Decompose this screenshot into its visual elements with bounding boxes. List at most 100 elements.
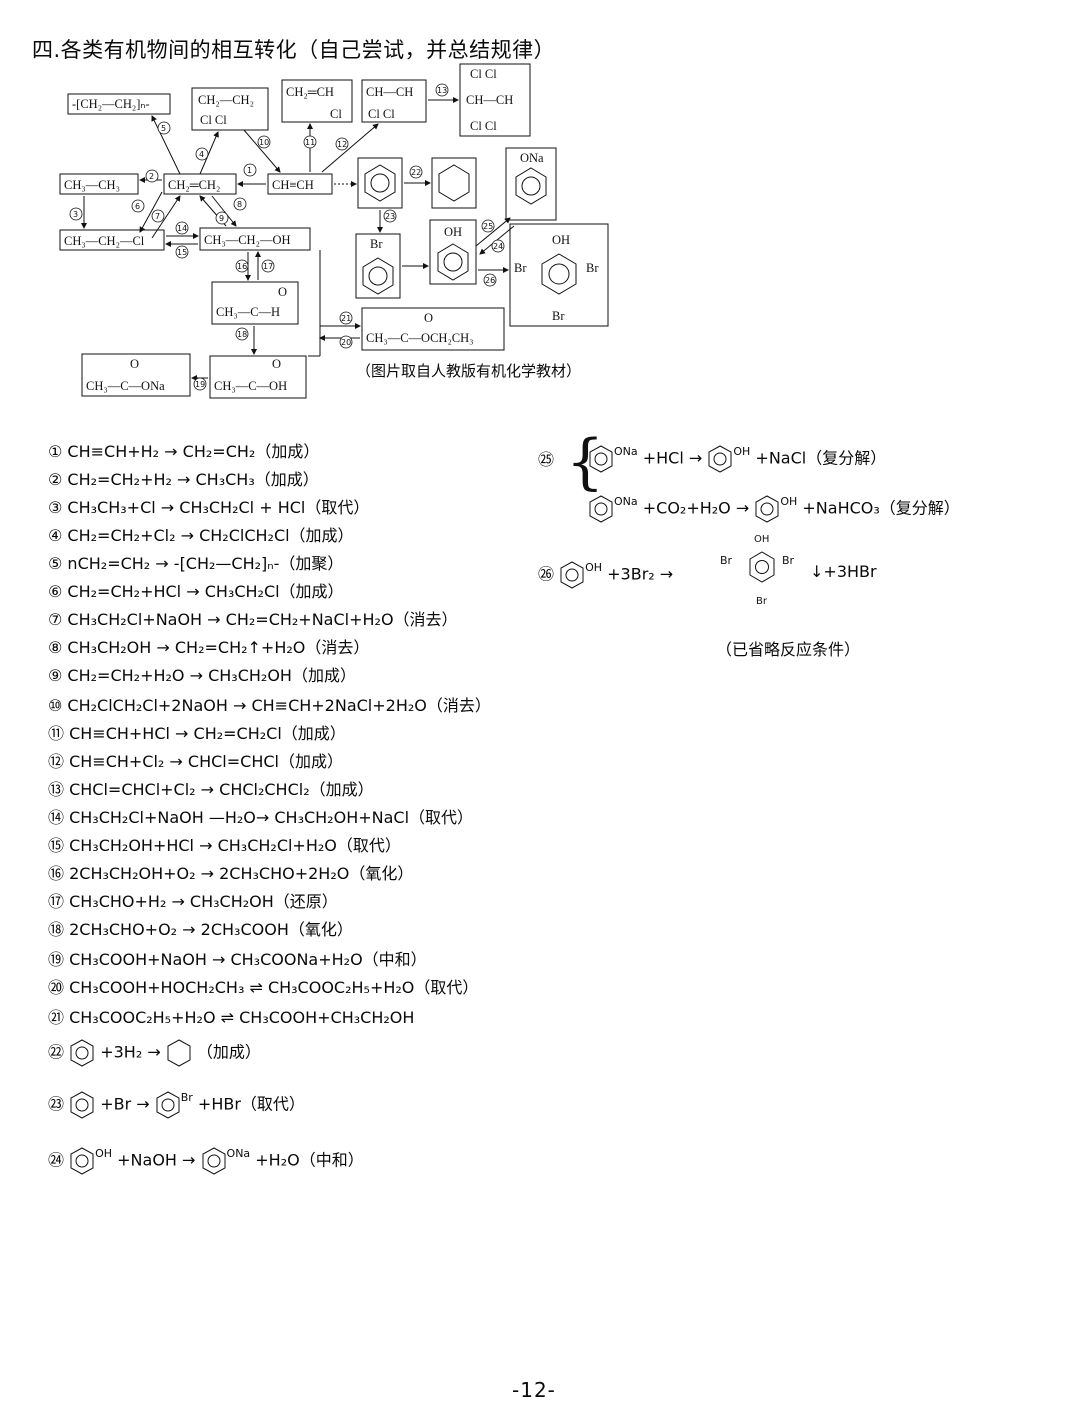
equation-25-brace: { [566, 427, 605, 497]
cyclohexane-icon [167, 1039, 191, 1067]
cyclohexane-box [431, 157, 477, 209]
svg-text:Cl Cl: Cl Cl [470, 67, 497, 81]
equation-18: ⑱ 2CH₃CHO+O₂ → 2CH₃COOH（氧化） [48, 920, 353, 939]
equation-8: ⑧ CH₃CH₂OH → CH₂=CH₂↑+H₂O（消去） [48, 638, 370, 657]
equation-20: ⑳ CH₃COOH+HOCH₂CH₃ ⇌ CH₃COOC₂H₅+H₂O（取代） [48, 978, 479, 997]
equation-2: ② CH₂=CH₂+H₂ → CH₃CH₃（加成） [48, 470, 319, 489]
svg-text:13: 13 [437, 86, 447, 95]
equation-19: ⑲ CH₃COOH+NaOH → CH₃COONa+H₂O（中和） [48, 950, 427, 969]
acetylene-label: CH≡CH [272, 178, 314, 192]
sodium-phenoxide-icon [202, 1147, 226, 1175]
equation-9: ⑨ CH₂=CH₂+H₂O → CH₃CH₂OH（加成） [48, 666, 356, 685]
svg-text:25: 25 [483, 222, 493, 231]
svg-text:23: 23 [385, 212, 395, 221]
polyethylene-label: -[CH₂—CH₂]ₙ- [72, 97, 150, 111]
equation-26: ㉖ OH +3Br₂ → [538, 560, 673, 590]
phenol-icon [755, 495, 779, 523]
dichloroethene-label: CH—CH [366, 85, 413, 99]
bromobenzene-box [355, 233, 401, 299]
ethyl-acetate-label: CH₃—C—OCH₂CH₃ [366, 331, 474, 345]
equation-15: ⑮ CH₃CH₂OH+HCl → CH₃CH₂Cl+H₂O（取代） [48, 836, 401, 855]
phenol-box [429, 219, 477, 285]
phenol-ring [437, 243, 469, 281]
svg-text:17: 17 [263, 262, 273, 271]
svg-text:O: O [272, 357, 281, 371]
tribromophenol-box [509, 223, 609, 327]
vinyl-chloride-box [281, 79, 353, 123]
ethanol-label: CH₃—CH₂—OH [204, 233, 291, 247]
sodium-phenoxide-icon [589, 445, 613, 473]
vinyl-chloride-label: CH₂═CH [286, 85, 334, 99]
svg-text:6: 6 [135, 202, 140, 211]
acetaldehyde-label: CH₃—C—H [216, 305, 280, 319]
svg-text:5: 5 [161, 124, 166, 133]
chloroethane-box [59, 229, 165, 251]
equation-4: ④ CH₂=CH₂+Cl₂ → CH₂ClCH₂Cl（加成） [48, 526, 354, 545]
sodium-phenoxide-icon [589, 495, 613, 523]
svg-text:OH: OH [444, 225, 462, 239]
svg-text:11: 11 [305, 138, 315, 147]
svg-text:Cl Cl: Cl Cl [470, 119, 497, 133]
equation-10: ⑩ CH₂ClCH₂Cl+2NaOH → CH≡CH+2NaCl+2H₂O（消去… [48, 696, 491, 715]
equation-6: ⑥ CH₂=CH₂+HCl → CH₃CH₂Cl（加成） [48, 582, 344, 601]
svg-text:3: 3 [73, 210, 78, 219]
svg-text:1: 1 [247, 166, 252, 175]
chloroethane-label: CH₃—CH₂—Cl [64, 234, 145, 248]
page-number: -12- [512, 1378, 556, 1402]
svg-text:19: 19 [195, 380, 205, 389]
sodium-acetate-box [81, 353, 191, 397]
equation-1: ① CH≡CH+H₂ → CH₂=CH₂（加成） [48, 442, 320, 461]
equation-26-tail: ↓+3HBr [810, 562, 877, 581]
svg-text:9: 9 [219, 214, 224, 223]
svg-text:Cl Cl: Cl Cl [200, 113, 227, 127]
svg-text:2: 2 [149, 172, 154, 181]
benzene-box [357, 157, 403, 209]
equation-24: ㉔ OH +NaOH → ONa +H₂O（中和） [48, 1146, 364, 1176]
acetic-acid-box [209, 355, 307, 399]
svg-text:22: 22 [411, 168, 421, 177]
benzene-ring [364, 164, 396, 202]
ethane-label: CH₃—CH₃ [64, 178, 120, 192]
equation-14: ⑭ CH₃CH₂Cl+NaOH —H₂O→ CH₃CH₂OH+NaCl（取代） [48, 808, 474, 827]
equation-5: ⑤ nCH₂=CH₂ → -[CH₂—CH₂]ₙ-（加聚） [48, 554, 344, 573]
acetic-acid-label: CH₃—C—OH [214, 379, 287, 393]
svg-text:8: 8 [237, 200, 242, 209]
section-title: 四.各类有机物间的相互转化（自己尝试，并总结规律） [32, 38, 556, 62]
ethanol-box [199, 227, 311, 251]
svg-text:10: 10 [259, 138, 269, 147]
svg-text:15: 15 [177, 248, 187, 257]
equation-25-line2: ONa +CO₂+H₂O → OH +NaHCO₃（复分解） [588, 494, 960, 524]
equation-22: ㉒ +3H₂ → （加成） [48, 1038, 261, 1068]
svg-text:ONa: ONa [520, 151, 544, 165]
svg-text:Cl Cl: Cl Cl [368, 107, 395, 121]
benzene-circle [370, 173, 390, 193]
equation-11: ⑪ CH≡CH+HCl → CH₂=CH₂Cl（加成） [48, 724, 346, 743]
ethylene-label: CH₂═CH₂ [168, 178, 220, 192]
svg-text:26: 26 [485, 276, 495, 285]
svg-text:Br: Br [552, 309, 565, 323]
dichloroethene-box [361, 79, 427, 123]
ethane-box [59, 173, 139, 195]
equation-21: ㉑ CH₃COOC₂H₅+H₂O ⇌ CH₃COOH+CH₃CH₂OH [48, 1008, 415, 1027]
svg-text:18: 18 [237, 330, 247, 339]
phenoxide-ring [515, 167, 547, 205]
svg-text:O: O [424, 311, 433, 325]
svg-text:O: O [130, 357, 139, 371]
equation-12: ⑫ CH≡CH+Cl₂ → CHCl=CHCl（加成） [48, 752, 343, 771]
svg-text:Cl: Cl [330, 107, 342, 121]
svg-text:14: 14 [177, 224, 187, 233]
tetrachloroethane-label: CH—CH [466, 93, 513, 107]
phenol-icon [708, 445, 732, 473]
svg-text:7: 7 [155, 212, 160, 221]
equation-16: ⑯ 2CH₃CH₂OH+O₂ → 2CH₃CHO+2H₂O（氧化） [48, 864, 414, 883]
bromobenzene-icon [156, 1091, 180, 1119]
phenol-icon [560, 561, 584, 589]
svg-text:4: 4 [199, 150, 204, 159]
svg-text:16: 16 [237, 262, 247, 271]
svg-text:O: O [278, 285, 287, 299]
equation-17: ⑰ CH₃CHO+H₂ → CH₃CH₂OH（还原） [48, 892, 338, 911]
dichloroethane-label: CH₂—CH₂ [198, 93, 254, 107]
conditions-note: （已省略反应条件） [716, 640, 861, 659]
tetrachloroethane-box [459, 63, 531, 137]
sodium-phenoxide-box [505, 147, 557, 221]
